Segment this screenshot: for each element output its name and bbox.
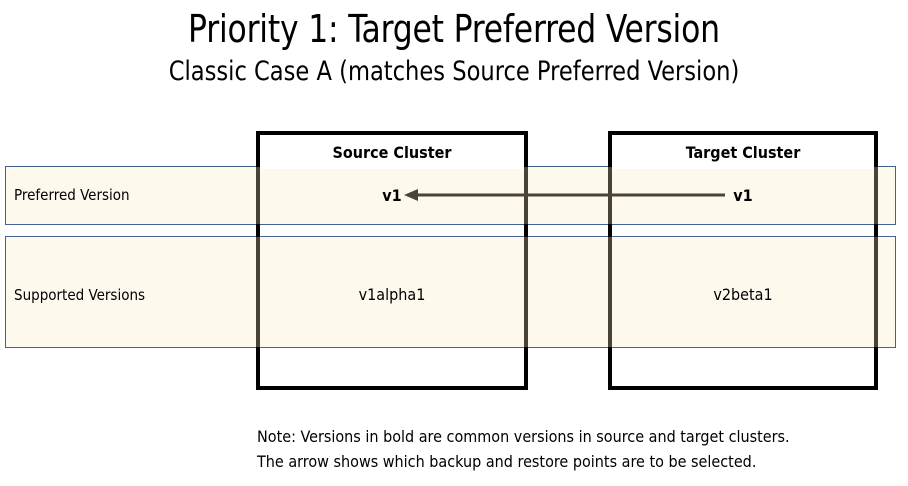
- cell-target-preferred-version: v1: [733, 186, 753, 205]
- page-subtitle: Classic Case A (matches Source Preferred…: [168, 56, 740, 87]
- source-box-left-border-segment-1: [256, 167, 260, 224]
- cell-source-preferred-version: v1: [382, 186, 402, 205]
- target-box-left-border-segment-2: [608, 237, 612, 347]
- source-box-right-border-segment-2: [524, 237, 528, 347]
- version-selection-arrow-icon: [404, 189, 725, 201]
- row-band-supported-versions: [5, 236, 896, 348]
- footer-note: Note: Versions in bold are common versio…: [257, 427, 790, 471]
- source-cluster-header: Source Cluster: [260, 135, 524, 169]
- row-label-preferred-version: Preferred Version: [14, 186, 130, 204]
- cell-source-supported-versions: v1alpha1: [358, 285, 426, 304]
- row-label-supported-versions: Supported Versions: [14, 286, 146, 304]
- source-cluster-box: Source Cluster: [256, 131, 528, 390]
- source-box-left-border-segment-2: [256, 237, 260, 347]
- target-box-right-border-segment-2: [874, 237, 878, 347]
- target-box-right-border-segment-1: [874, 167, 878, 224]
- cell-target-supported-versions: v2beta1: [713, 285, 773, 304]
- page-title: Priority 1: Target Preferred Version: [188, 7, 720, 51]
- target-cluster-box: Target Cluster: [608, 131, 878, 390]
- source-cluster-header-label: Source Cluster: [332, 142, 452, 162]
- target-cluster-header: Target Cluster: [612, 135, 874, 169]
- target-cluster-header-label: Target Cluster: [685, 142, 801, 162]
